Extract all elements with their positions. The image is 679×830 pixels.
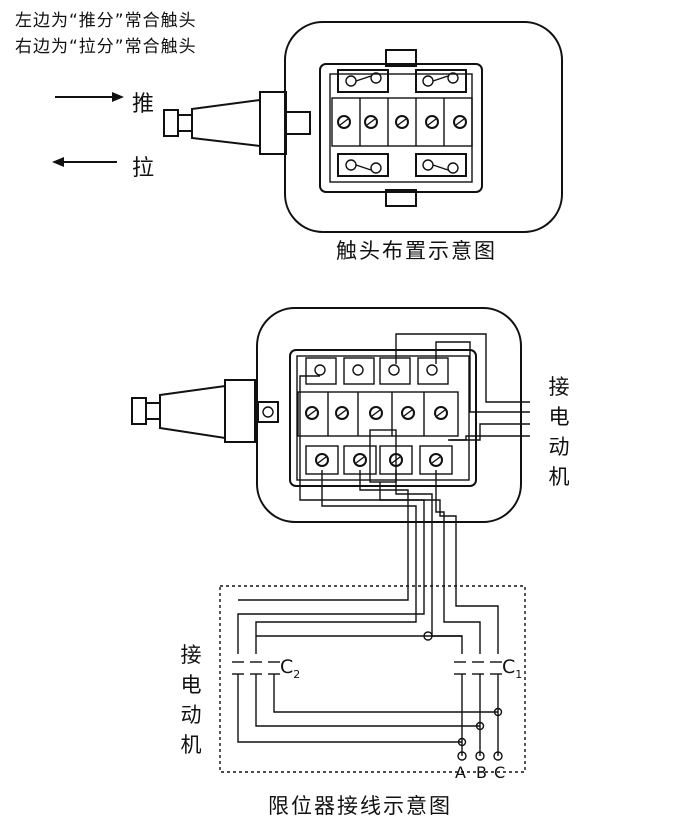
contact-block-top: [319, 63, 483, 193]
push-arrow: [55, 92, 124, 102]
contactor-box: [219, 585, 526, 773]
phase-c-terminal: [493, 751, 503, 761]
to-motor-char: 动: [180, 703, 202, 727]
to-motor-label-right: 接 电 动 机: [546, 372, 572, 492]
phase-a-terminal: [457, 751, 467, 761]
top-contact-row: [337, 69, 467, 93]
to-motor-char: 动: [548, 435, 570, 459]
contact-layout-caption: 触头布置示意图: [336, 239, 497, 263]
to-motor-char: 机: [548, 465, 570, 489]
contactor-c1-letter: C: [502, 656, 516, 678]
to-motor-char: 接: [180, 643, 202, 667]
bottom-contact-row: [337, 153, 467, 177]
motor-wires-right: [395, 333, 530, 441]
contactor-c2-subscript: 2: [293, 667, 301, 681]
down-wires: [237, 375, 499, 654]
contact-block-inner-bottom: [296, 355, 470, 481]
bottom-lug: [385, 189, 417, 207]
bottom-diagram-lower-screws: [305, 429, 453, 483]
switch-housing-top: [284, 21, 563, 233]
note-pull-contacts: 右边为“拉分”常合触头: [15, 37, 197, 57]
phase-a-label: A: [455, 763, 466, 782]
pull-label: 拉: [132, 156, 155, 181]
contactor-c2-label: C2: [280, 656, 300, 681]
contactor-wiring: [232, 631, 503, 761]
to-motor-char: 机: [180, 733, 202, 757]
bottom-diagram-middle-screws: [297, 391, 459, 437]
wiring-diagram-caption: 限位器接线示意图: [268, 794, 452, 818]
to-motor-char: 电: [180, 673, 202, 697]
contact-block-bottom: [289, 349, 477, 487]
to-motor-label-left: 接 电 动 机: [178, 640, 204, 760]
bottom-diagram-top-terminals: [305, 357, 449, 385]
middle-screw-row: [331, 97, 473, 147]
push-label: 推: [132, 92, 155, 117]
pull-arrow: [52, 157, 117, 167]
contactor-c2-letter: C: [280, 656, 294, 678]
top-lug: [385, 49, 417, 67]
to-motor-char: 接: [548, 375, 570, 399]
note-push-contacts: 左边为“推分”常合触头: [15, 11, 197, 31]
phase-b-terminal: [475, 751, 485, 761]
contactor-c1-subscript: 1: [515, 667, 523, 681]
plunger-top: [163, 91, 311, 155]
to-motor-char: 电: [548, 405, 570, 429]
switch-housing-bottom: [256, 307, 522, 523]
contactor-c1-label: C1: [502, 656, 522, 681]
